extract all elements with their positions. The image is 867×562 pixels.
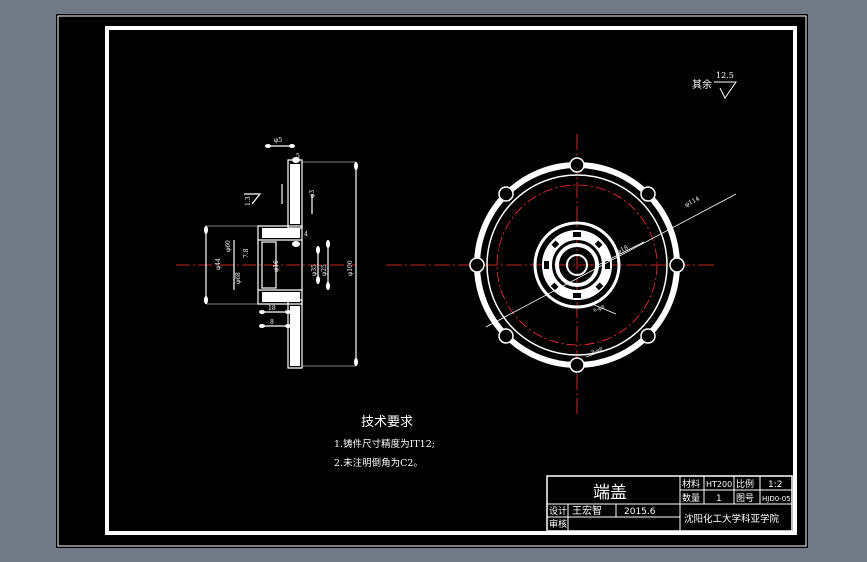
dim-label: φ25 bbox=[321, 264, 328, 276]
tech-req-item: 1.铸件尺寸精度为IT12; bbox=[334, 438, 435, 450]
dim-label: φ16 bbox=[273, 260, 280, 272]
bolt-hole-icon bbox=[669, 257, 685, 273]
dim-label: φ35 bbox=[311, 264, 318, 276]
drawing-no-value: HJD0-05 bbox=[762, 495, 791, 503]
dim-label: φ114 bbox=[684, 195, 701, 209]
dim-label: 8 bbox=[270, 319, 274, 326]
section-fill bbox=[290, 306, 300, 366]
frame-border bbox=[105, 26, 797, 535]
hub-slots bbox=[544, 232, 610, 298]
inner-rim bbox=[486, 174, 668, 356]
designer-label: 设计 bbox=[549, 505, 567, 517]
scale-value: 1:2 bbox=[768, 480, 782, 490]
dim-label: φ60 bbox=[225, 240, 232, 252]
dim-label: 8-φ8 bbox=[591, 346, 604, 356]
drawing-viewport[interactable]: 其余 12.5 bbox=[56, 14, 808, 548]
bolt-hole-icon bbox=[469, 257, 485, 273]
roughness-symbol-icon bbox=[714, 81, 737, 99]
section-fill bbox=[290, 164, 300, 224]
tech-req-item: 2.未注明倒角为C2。 bbox=[334, 457, 423, 469]
bolt-hole-icon bbox=[640, 186, 656, 202]
section-dim-labels: φ5 φ44 φ60 φ68 7.8 φ16 φ35 φ25 φ100 φ3 1… bbox=[215, 137, 354, 326]
bolt-hole-icon bbox=[498, 328, 514, 344]
section-fill bbox=[262, 292, 300, 302]
hub-outline bbox=[257, 225, 303, 305]
dim-label: 18 bbox=[268, 305, 276, 312]
front-view: φ114 φ18 6-φ8 8-φ8 bbox=[386, 134, 737, 414]
center-bore bbox=[566, 254, 588, 276]
material-label: 材料 bbox=[682, 478, 700, 490]
dim-label: φ68 bbox=[235, 272, 242, 284]
hub-outer bbox=[533, 221, 621, 309]
bolt-hole-icon bbox=[498, 186, 514, 202]
title-block bbox=[546, 475, 793, 532]
bolt-holes bbox=[469, 157, 685, 373]
dim-label: φ18 bbox=[616, 244, 630, 256]
bolt-hole-icon bbox=[569, 357, 585, 373]
roughness-label: 其余 bbox=[692, 78, 712, 91]
leader-line bbox=[485, 193, 737, 328]
hub-inner bbox=[555, 243, 599, 287]
dim-label: 5 bbox=[296, 153, 300, 160]
dim-label: φ5 bbox=[274, 137, 282, 144]
dim-label: 6-φ8 bbox=[593, 304, 606, 314]
leader-line bbox=[585, 348, 609, 358]
reviewer-label: 审核 bbox=[549, 518, 567, 530]
roughness-value: 12.5 bbox=[716, 71, 734, 80]
tech-req-title: 技术要求 bbox=[361, 415, 413, 430]
quantity-value: 1 bbox=[716, 494, 722, 504]
leader-line bbox=[597, 241, 645, 266]
quantity-label: 数量 bbox=[682, 492, 700, 504]
designer-name: 王宏智 bbox=[572, 504, 602, 517]
part-name: 端盖 bbox=[593, 483, 627, 503]
bolt-circle bbox=[496, 184, 658, 346]
section-view bbox=[176, 145, 357, 369]
sheet-border bbox=[57, 15, 807, 547]
leader-line bbox=[591, 303, 617, 315]
drawing-no-label: 图号 bbox=[736, 493, 754, 504]
material-value: HT200 bbox=[706, 480, 732, 489]
hub-bore bbox=[261, 241, 277, 289]
dim-label: φ44 bbox=[215, 258, 222, 270]
roughness-mark-icon bbox=[244, 193, 262, 205]
roughness-note: 其余 12.5 bbox=[692, 71, 737, 99]
dim-label: 7.8 bbox=[243, 248, 250, 258]
bolt-hole-icon bbox=[569, 157, 585, 173]
design-date: 2015.6 bbox=[624, 507, 656, 517]
section-fill bbox=[262, 228, 300, 238]
cad-drawing: 其余 12.5 bbox=[57, 15, 807, 547]
bolt-hole-icon bbox=[640, 328, 656, 344]
dim-label: φ3 bbox=[309, 190, 316, 198]
school-name: 沈阳化工大学科亚学院 bbox=[684, 513, 780, 525]
tech-requirements: 技术要求 1.铸件尺寸精度为IT12; 2.未注明倒角为C2。 bbox=[334, 415, 435, 469]
dim-label: 1.3 bbox=[245, 196, 252, 206]
dim-label: 4 bbox=[304, 231, 308, 238]
scale-label: 比例 bbox=[736, 478, 754, 490]
title-block-text: 端盖 材料 HT200 比例 1:2 数量 1 图号 HJD0-05 设计 王宏… bbox=[549, 478, 791, 530]
section-view-arrows bbox=[204, 144, 358, 366]
dim-label: φ100 bbox=[347, 260, 354, 276]
